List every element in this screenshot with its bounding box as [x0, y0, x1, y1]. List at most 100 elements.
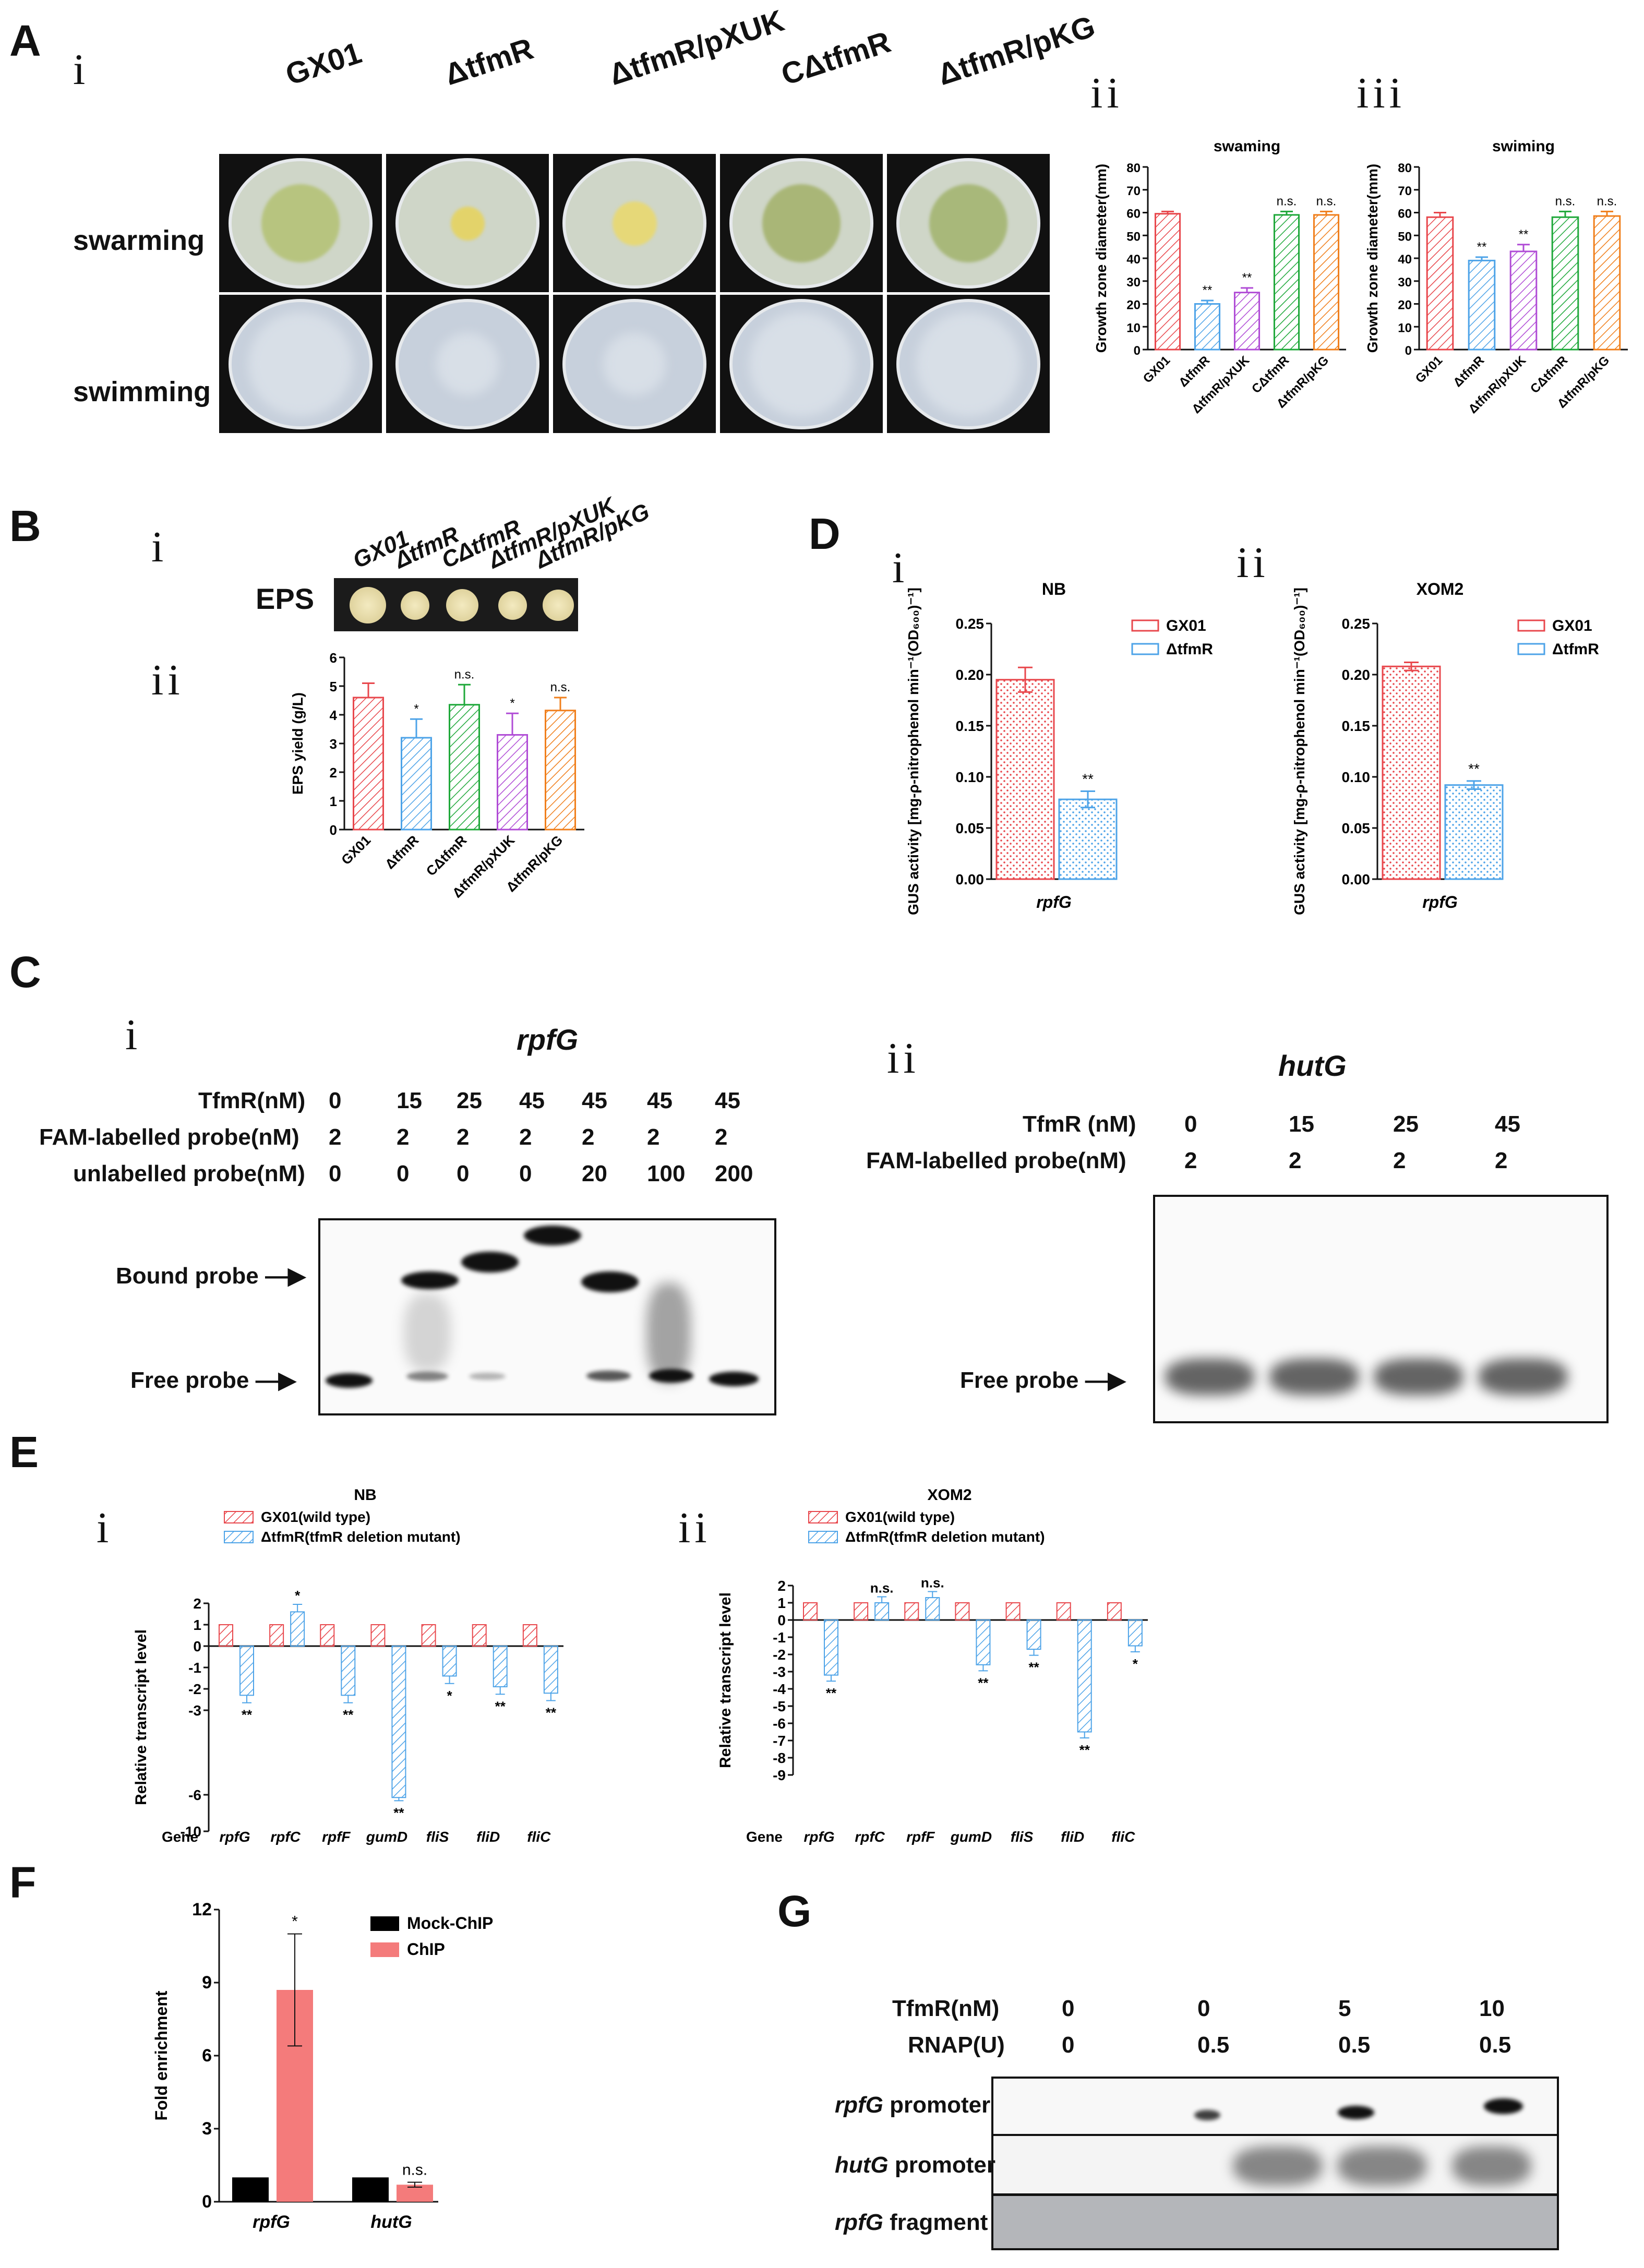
condition-label: FAM-labelled probe(nM)	[866, 1148, 1126, 1173]
smear	[1166, 1359, 1254, 1395]
smear	[1374, 1359, 1463, 1395]
gene-label: gumD	[950, 1829, 992, 1845]
bar	[854, 1602, 869, 1621]
condition-value: 0	[1197, 1996, 1210, 2021]
panel-g-letter: G	[777, 1887, 812, 1936]
y-tick-label: 0	[1405, 344, 1412, 358]
significance-label: n.s.	[921, 1575, 944, 1591]
eps-colony	[446, 589, 478, 621]
y-tick-label: 0.10	[956, 769, 985, 785]
bar	[925, 1597, 940, 1621]
category-label: CΔtfmR	[1528, 353, 1570, 396]
bar	[239, 1646, 254, 1696]
significance-label: n.s.	[402, 2162, 427, 2179]
condition-value: 2	[519, 1124, 532, 1150]
bar	[1058, 798, 1118, 880]
condition-value: 2	[1184, 1148, 1197, 1173]
condition-label: TfmR(nM)	[198, 1088, 306, 1113]
y-tick-label: 5	[330, 679, 337, 694]
y-tick-label: 40	[1398, 253, 1412, 267]
gene-label: rpfG	[219, 1829, 250, 1845]
y-tick-label: 2	[330, 765, 337, 781]
y-tick-label: -8	[773, 1750, 786, 1766]
legend-swatch	[808, 1531, 838, 1543]
panel-e-i: i	[97, 1504, 113, 1552]
significance-label: **	[1242, 271, 1252, 285]
y-tick-label: -3	[188, 1702, 201, 1719]
y-tick-label: -6	[188, 1787, 201, 1803]
bar	[352, 2177, 389, 2202]
gene-label: rpfF	[322, 1829, 351, 1845]
condition-label: TfmR(nM)	[892, 1996, 1000, 2021]
panel-d-i: i	[892, 544, 909, 592]
y-tick-label: 20	[1398, 298, 1412, 313]
bar	[1593, 215, 1621, 351]
chart-title: swaming	[1214, 138, 1280, 155]
y-tick-label: 30	[1398, 275, 1412, 290]
eps-label: EPS	[256, 582, 315, 615]
y-tick-label: -3	[773, 1664, 786, 1680]
gene-label: rpfG	[803, 1829, 834, 1845]
panel-f-letter: F	[9, 1858, 37, 1907]
y-tick-label: 4	[330, 707, 338, 723]
colony-zone	[248, 312, 353, 416]
emsa-gene-hutg: hutG	[1278, 1049, 1347, 1082]
condition-value: 100	[647, 1161, 686, 1186]
condition-value: 45	[647, 1088, 673, 1113]
condition-value: 5	[1338, 1996, 1351, 2021]
condition-value: 200	[715, 1161, 753, 1186]
gene-label: gumD	[366, 1829, 407, 1845]
y-tick-label: 20	[1126, 298, 1141, 313]
y-tick-label: 80	[1126, 161, 1141, 175]
condition-value: 0	[1184, 1111, 1197, 1137]
condition-value: 25	[1393, 1111, 1419, 1137]
lane-suffix: promoter	[883, 2092, 991, 2118]
significance-label: n.s.	[1316, 194, 1337, 208]
category-label: GX01	[1141, 353, 1173, 386]
strain-header-1: ΔtfmR	[440, 31, 537, 92]
bar	[472, 1624, 487, 1647]
y-tick-label: 0.15	[956, 718, 985, 734]
y-tick-label: 40	[1126, 253, 1141, 267]
condition-value: 45	[582, 1088, 607, 1113]
bar	[1026, 1619, 1041, 1650]
y-tick-label: 0.05	[1342, 820, 1371, 836]
condition-value: 2	[1289, 1148, 1302, 1173]
gene-label: fliC	[527, 1829, 551, 1845]
y-tick-label: 70	[1398, 184, 1412, 198]
bar	[1273, 214, 1300, 351]
y-tick-label: 80	[1398, 161, 1412, 175]
y-tick-label: 0	[202, 2192, 212, 2212]
y-tick-label: 0.25	[1342, 616, 1371, 632]
y-tick-label: -6	[773, 1715, 786, 1732]
swimming-plate-photo	[219, 295, 382, 433]
significance-label: n.s.	[550, 680, 571, 694]
significance-label: n.s.	[454, 667, 475, 681]
swarming-plate-photo	[386, 154, 549, 292]
legend-label: GX01	[1166, 617, 1206, 634]
smear	[1338, 2146, 1426, 2186]
y-axis-label: GUS activity [mg-ρ-nitrophenol min⁻¹(OD₆…	[1291, 587, 1307, 915]
swimming-plate-photo	[887, 295, 1050, 433]
y-tick-label: 60	[1398, 207, 1412, 221]
y-tick-label: 2	[193, 1595, 201, 1612]
panel-d-ii: ii	[1237, 538, 1269, 587]
band	[326, 1373, 373, 1388]
y-axis-label: GUS activity [mg-ρ-nitrophenol min⁻¹(OD₆…	[905, 587, 921, 915]
category-label: ΔtfmR	[382, 832, 422, 872]
legend-swatch	[1131, 643, 1159, 655]
lane-gene: rpfG	[835, 2092, 883, 2118]
bar	[269, 1624, 284, 1647]
y-axis-label: Relative transcript level	[717, 1592, 734, 1768]
bar	[448, 704, 481, 831]
band	[469, 1373, 506, 1380]
bar	[1154, 213, 1181, 351]
band	[1484, 2098, 1523, 2114]
chart-title: XOM2	[927, 1486, 971, 1504]
significance-label: *	[1133, 1656, 1138, 1672]
legend-swatch	[370, 1916, 399, 1931]
emsa-rpfg-gel	[318, 1218, 776, 1415]
y-tick-label: -10	[181, 1823, 201, 1840]
gene-label: fliS	[426, 1829, 449, 1845]
